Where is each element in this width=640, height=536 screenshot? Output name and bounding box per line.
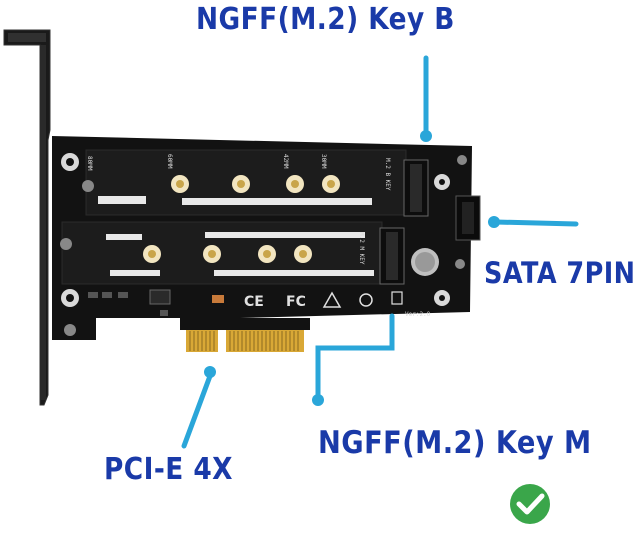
- size-60mm: 60MM: [166, 154, 173, 169]
- check-icon: [510, 484, 550, 524]
- silkscreen: M.2 B KEY M.2 M KEY Ver:2.0 80MM 60MM 42…: [86, 154, 431, 318]
- size-42mm: 42MM: [282, 154, 289, 169]
- slot-b-label: M.2 B KEY: [384, 158, 391, 191]
- ce-mark: CE: [244, 294, 264, 310]
- pcie-connector: [180, 318, 310, 352]
- pcie-callout-line: [181, 373, 213, 449]
- slot-m-label: M.2 M KEY: [358, 232, 365, 265]
- sata-connector: [455, 195, 481, 241]
- m2-connector-b: [403, 159, 429, 217]
- m2-connector-m: [379, 227, 405, 285]
- callout-pcie: PCI-E 4X: [104, 452, 233, 487]
- sata-callout-line: [493, 219, 579, 227]
- smd-components: [88, 289, 224, 316]
- pci-bracket: [3, 29, 51, 406]
- callout-sata: SATA 7PIN: [484, 256, 636, 290]
- m2-standoffs-lower: [106, 232, 374, 276]
- esd-icon: [322, 291, 342, 308]
- version-label: Ver:2.0: [405, 311, 431, 318]
- keym-callout-line: [315, 313, 395, 401]
- fc-mark: FC: [286, 294, 306, 310]
- mounting-holes: [60, 153, 467, 336]
- size-80mm: 80MM: [86, 156, 93, 171]
- callout-lines: [181, 55, 579, 449]
- m2-standoffs-upper: [98, 175, 372, 205]
- rohs-icon: [359, 293, 373, 307]
- callout-key-b: NGFF(M.2) Key B: [196, 2, 455, 37]
- weee-icon: [391, 291, 403, 305]
- size-30mm: 30MM: [320, 154, 327, 169]
- callout-key-m: NGFF(M.2) Key M: [318, 425, 592, 461]
- pcb-board: [52, 136, 472, 340]
